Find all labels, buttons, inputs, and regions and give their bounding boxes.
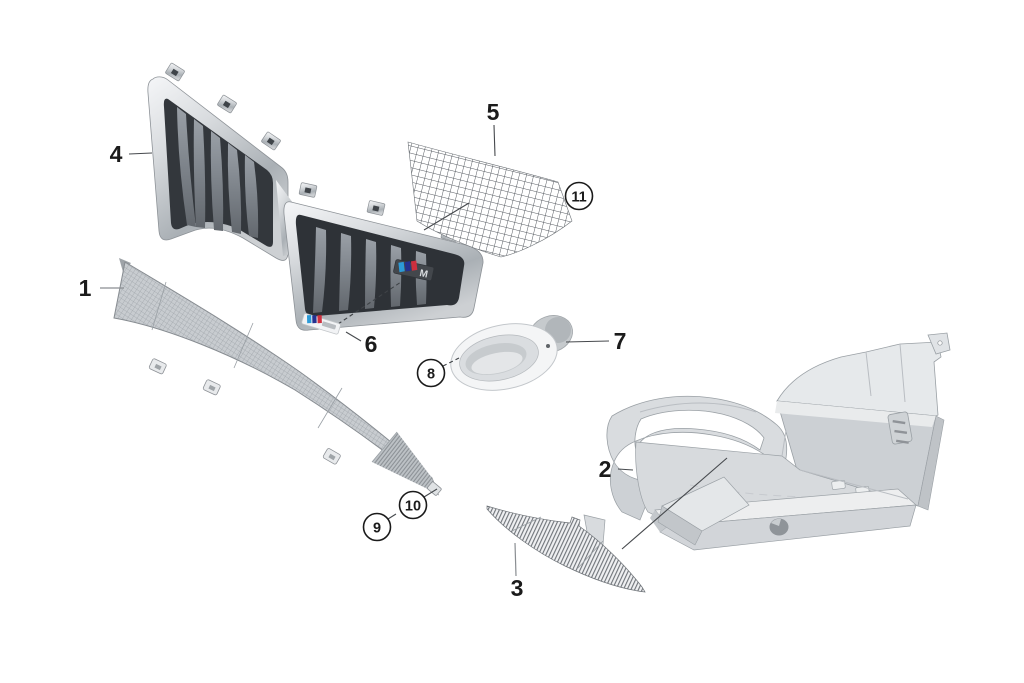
lower-grille-hook-1 [148,358,167,375]
grille-right-slat [390,245,402,307]
grille-mount-tab [366,200,386,216]
carrier-arm-foot [610,461,649,521]
carrier-tab-hole [937,340,943,346]
upper-mesh-screen-part [407,141,573,258]
grille-left-slat [210,131,224,231]
grille-left-slat [193,119,206,228]
callout-8: 8 [416,358,446,388]
leaf-mesh-seam-2 [577,540,604,569]
lower-grille-seam-4 [371,431,398,463]
loose-emblem-plate [301,313,341,335]
upper-mesh-body [407,141,573,258]
leader-lines [100,124,728,577]
carrier-panel-right-edge [917,415,945,511]
upper-mesh-position-line [423,202,470,231]
grille-right-slat [313,227,327,313]
loose-emblem-part [301,281,402,335]
leaf-mesh-body [486,505,646,593]
emblem-stripe-red [410,260,418,271]
leader-6 [345,331,362,342]
leader-9 [387,513,397,520]
grille-mount-tab [217,94,237,114]
emblem-stripe-darkblue [312,315,317,324]
lower-leaf-mesh-part [486,505,646,593]
callout-9-label: 9 [373,521,381,537]
callout-8-circle [416,358,446,388]
leader-2 [617,468,634,471]
leader-3 [514,542,517,577]
lower-grille-hook-2 [202,379,221,396]
duct-screw-dot [546,344,550,348]
lower-grille-seam-1 [151,281,167,331]
emblem-stripe-red [317,315,322,324]
emblem-letter: M [418,268,428,280]
callout-9: 9 [362,512,392,542]
callout-10: 10 [398,490,428,520]
kidney-grille-right: M [276,180,484,331]
callout-6-label: 6 [365,331,378,357]
grille-mount-tab [261,131,281,151]
callout-1-label: 1 [79,275,92,301]
grille-left-slat [177,107,196,227]
kidney-grille-assembly-part: M [147,62,484,331]
lower-grille-dense-end [372,432,438,494]
callout-5-label: 5 [487,99,500,125]
leaf-mesh-seam-1 [511,516,542,532]
carrier-arm-crease [639,402,757,413]
emblem-stripe-lightblue [306,315,312,324]
carrier-panel-crease [781,429,909,500]
lower-grille-seam-2 [233,322,254,369]
carrier-spring-clip [887,411,913,445]
grille-left-slat [227,143,242,234]
leader-carrier-to-mesh [621,457,728,550]
leader-4 [128,152,153,155]
callout-7-label: 7 [614,328,627,354]
callout-3-label: 3 [511,575,524,601]
callout-2-label: 2 [599,456,612,482]
carrier-hole-highlight [771,518,781,526]
grille-mount-tab [165,62,185,82]
leader-10 [423,488,438,498]
m-emblem-on-grille: M [393,259,435,282]
kidney-grille-left [147,62,289,261]
emblem-lettering-mark [321,321,337,330]
lower-grille-seam-3 [317,387,343,429]
duct-inner-highlight [471,351,523,375]
callout-10-label: 10 [405,499,421,515]
grille-mount-tab [298,182,318,198]
emblem-stripe-lightblue [398,261,405,273]
leader-7 [565,340,610,343]
grille-left-slat [244,155,259,238]
callout-9-circle [362,512,392,542]
emblem-alignment-dashed-line [337,281,402,325]
emblem-stripe-darkblue [404,261,412,272]
carrier-tower-crease [865,343,906,403]
callout-8-label: 8 [427,367,435,383]
grille-right-slat [339,233,352,311]
carrier-scoop-rim [776,341,942,417]
air-duct-funnel-part [450,315,573,391]
lower-grille-hook-3 [322,448,341,465]
callout-11: 11 [564,181,594,211]
bumper-carrier-part [583,332,951,551]
grille-right-slat [365,239,377,309]
callout-4-label: 4 [110,141,123,167]
callout-11-label: 11 [571,190,586,206]
callout-labels: 4 5 1 6 7 2 3 8 9 10 11 [79,99,627,601]
callout-10-circle [398,490,428,520]
leader-8-dashed [442,357,460,367]
callout-11-circle [564,181,594,211]
carrier-clip-slot [831,480,846,490]
lower-grille-mesh-part [113,258,442,496]
leader-5 [493,124,496,157]
